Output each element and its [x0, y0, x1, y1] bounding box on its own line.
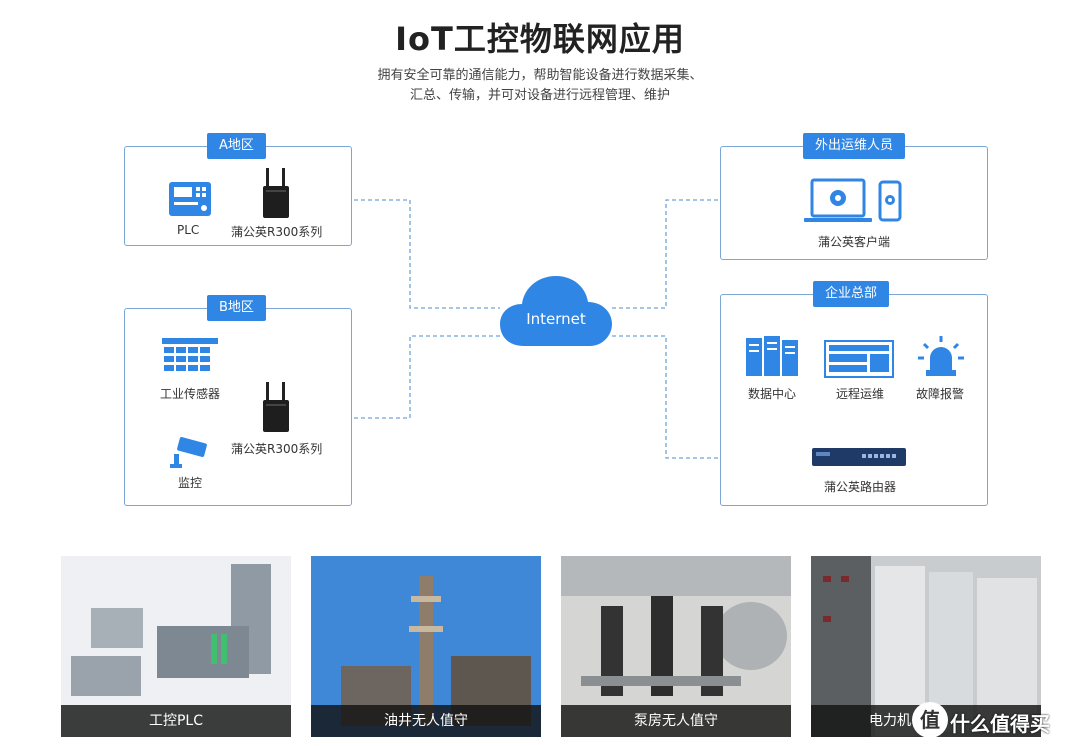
laptop-icon	[804, 178, 872, 222]
region-a-tag: A地区	[207, 133, 266, 159]
scenario-caption: 工控PLC	[61, 705, 291, 737]
client-label: 蒲公英客户端	[818, 235, 891, 249]
enterprise-router-label: 蒲公英路由器	[824, 480, 897, 494]
router-b-label: 蒲公英R300系列	[231, 442, 323, 456]
remote-ops-icon	[824, 340, 894, 378]
page-subtitle: 拥有安全可靠的通信能力，帮助智能设备进行数据采集、 汇总、传输，并可对设备进行远…	[0, 66, 1080, 106]
region-staff: 外出运维人员	[720, 133, 988, 260]
router-r300-icon	[263, 382, 289, 432]
region-a: A地区	[124, 133, 352, 246]
datacenter-label: 数据中心	[748, 387, 797, 401]
plc-icon	[169, 182, 211, 216]
region-hq: 企业总部	[720, 281, 988, 506]
remote-ops-label: 远程运维	[836, 387, 885, 401]
datacenter-icon	[746, 336, 798, 376]
watermark-text: 什么值得买	[950, 712, 1050, 736]
phone-icon	[878, 180, 902, 222]
internet-cloud-icon	[500, 276, 612, 346]
link-a-internet	[298, 199, 500, 309]
router-a-label: 蒲公英R300系列	[231, 225, 323, 239]
scenario-card-plc[interactable]: 工控PLC	[61, 556, 291, 737]
sensor-label: 工业传感器	[160, 387, 221, 401]
internet-label: Internet	[526, 310, 586, 328]
router-r300-icon	[263, 168, 289, 218]
camera-icon	[170, 437, 207, 468]
alarm-label: 故障报警	[916, 387, 965, 401]
enterprise-router-icon	[812, 448, 906, 466]
industrial-sensor-icon	[162, 338, 218, 371]
region-hq-tag: 企业总部	[813, 281, 890, 307]
link-b-internet	[298, 335, 500, 419]
region-b: B地区	[124, 295, 352, 506]
scenario-caption: 油井无人值守	[311, 705, 541, 737]
scenario-card-oil[interactable]: 油井无人值守	[311, 556, 541, 737]
link-staff-internet	[612, 199, 770, 309]
camera-label: 监控	[178, 476, 203, 490]
scenario-caption: 泵房无人值守	[561, 705, 791, 737]
subtitle-line-1: 拥有安全可靠的通信能力，帮助智能设备进行数据采集、	[377, 68, 703, 83]
scenario-card-pump[interactable]: 泵房无人值守	[561, 556, 791, 737]
region-b-tag: B地区	[207, 295, 266, 321]
region-staff-tag: 外出运维人员	[803, 133, 906, 159]
subtitle-line-2: 汇总、传输，并可对设备进行远程管理、维护	[409, 88, 670, 103]
page-title: IoT工控物联网应用	[395, 20, 685, 58]
smzdm-logo-icon: 值	[912, 702, 948, 738]
plc-label: PLC	[177, 223, 200, 237]
alarm-icon	[918, 336, 964, 376]
